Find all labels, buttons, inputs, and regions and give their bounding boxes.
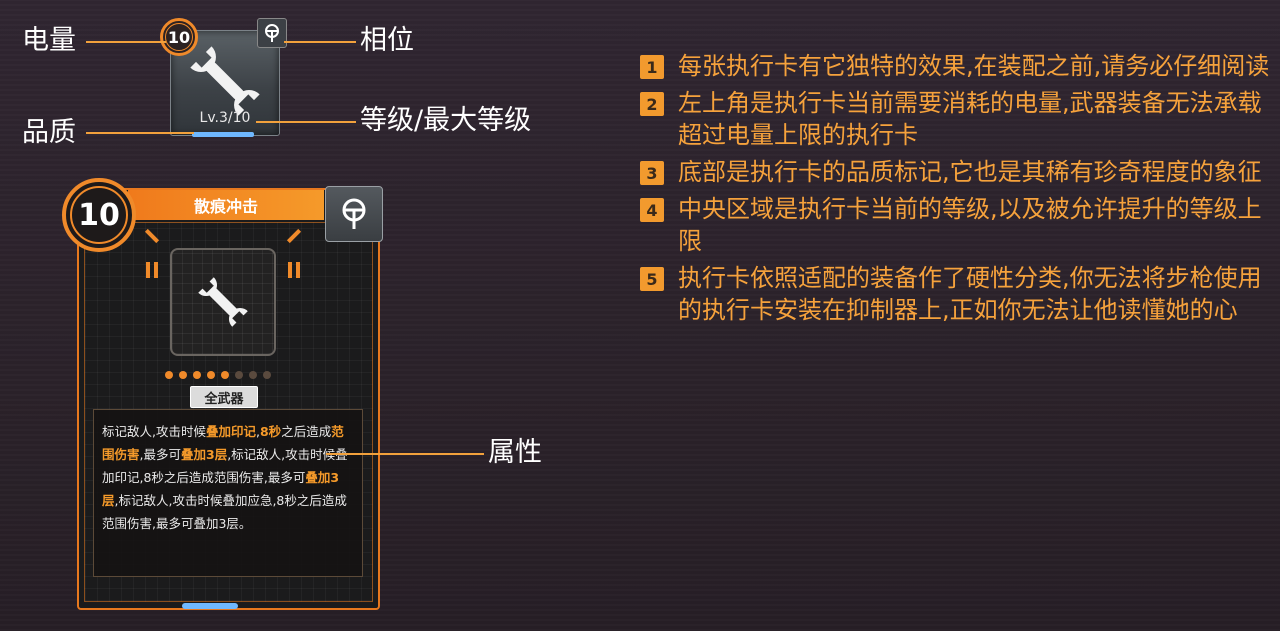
card-quality-bar: [182, 603, 238, 609]
rarity-dot: [193, 371, 201, 379]
note-text: 执行卡依照适配的装备作了硬性分类,你无法将步枪使用的执行卡安装在抑制器上,正如你…: [678, 264, 1262, 324]
phase-icon: [265, 24, 279, 42]
rarity-dot: [179, 371, 187, 379]
deco-tick: [288, 262, 292, 278]
note-item: 4 中央区域是执行卡当前的等级,以及被允许提升的等级上限: [640, 193, 1270, 257]
note-number-badge: 3: [640, 161, 664, 185]
label-level: 等级/最大等级: [360, 105, 532, 136]
description-highlight: 8秒: [259, 424, 282, 439]
label-quality: 品质: [22, 117, 76, 148]
label-phase: 相位: [360, 25, 414, 56]
card-description: 标记敌人,攻击时候叠加印记,8秒之后造成范围伤害,最多可叠加3层,标记敌人,攻击…: [93, 409, 363, 577]
rarity-dots: [165, 371, 271, 379]
label-energy: 电量: [22, 25, 76, 56]
note-text: 中央区域是执行卡当前的等级,以及被允许提升的等级上限: [678, 195, 1262, 255]
card-phase-badge: [325, 186, 383, 242]
phase-icon: [342, 198, 366, 229]
rarity-dot: [235, 371, 243, 379]
callout-line-phase: [284, 41, 356, 43]
wrench-icon: [190, 46, 260, 116]
description-highlight: 范围伤害: [102, 424, 344, 462]
description-text: 标记敌人,攻击时候: [102, 424, 206, 439]
callout-line-attribute: [326, 453, 484, 455]
note-number-badge: 4: [640, 198, 664, 222]
note-number-badge: 2: [640, 92, 664, 116]
deco-tick: [146, 262, 150, 278]
note-text: 底部是执行卡的品质标记,它也是其稀有珍奇程度的象征: [678, 158, 1262, 186]
description-text: ,最多可: [139, 447, 181, 462]
description-text: 之后造成: [281, 424, 332, 439]
description-highlight: 叠加3层: [102, 470, 340, 508]
description-text: ,标记敌人,攻击时候叠加应急,8秒之后造成范围伤害,最多可叠加3层。: [102, 493, 347, 531]
deco-tick: [154, 262, 158, 278]
note-item: 2 左上角是执行卡当前需要消耗的电量,武器装备无法承载超过电量上限的执行卡: [640, 87, 1270, 151]
callout-line-quality: [86, 132, 194, 134]
note-number-badge: 1: [640, 55, 664, 79]
rarity-dot: [263, 371, 271, 379]
weapon-type-tag: 全武器: [190, 386, 258, 408]
card-title: 散痕冲击: [128, 190, 332, 220]
note-item: 3 底部是执行卡的品质标记,它也是其稀有珍奇程度的象征: [640, 156, 1270, 188]
rarity-dot: [221, 371, 229, 379]
rarity-dot: [249, 371, 257, 379]
mini-level-text: Lv.3/10: [199, 110, 251, 126]
wrench-icon: [198, 277, 248, 327]
note-item: 5 执行卡依照适配的装备作了硬性分类,你无法将步枪使用的执行卡安装在抑制器上,正如…: [640, 262, 1270, 326]
mini-phase-badge: [257, 18, 287, 48]
callout-line-energy: [86, 41, 166, 43]
description-text: ,: [256, 424, 260, 439]
description-text: ,标记敌人,攻击时候叠加印记,8秒之后造成范围伤害,最多可: [102, 447, 348, 485]
callout-line-level: [256, 121, 356, 123]
rarity-dot: [207, 371, 215, 379]
card-icon-frame: [170, 248, 276, 356]
description-highlight: 叠加印记: [205, 424, 256, 439]
note-text: 每张执行卡有它独特的效果,在装配之前,请务必仔细阅读: [678, 52, 1270, 80]
description-highlight: 叠加3层: [181, 447, 228, 462]
rarity-dot: [165, 371, 173, 379]
mini-energy-badge: 10: [160, 18, 198, 56]
note-text: 左上角是执行卡当前需要消耗的电量,武器装备无法承载超过电量上限的执行卡: [678, 89, 1262, 149]
deco-tick: [296, 262, 300, 278]
note-number-badge: 5: [640, 267, 664, 291]
label-attribute: 属性: [488, 437, 542, 468]
note-item: 1 每张执行卡有它独特的效果,在装配之前,请务必仔细阅读: [640, 50, 1270, 82]
mini-quality-bar: [192, 132, 254, 137]
notes-list: 1 每张执行卡有它独特的效果,在装配之前,请务必仔细阅读 2 左上角是执行卡当前需要消…: [640, 50, 1270, 331]
card-energy-badge: 10: [62, 178, 136, 252]
